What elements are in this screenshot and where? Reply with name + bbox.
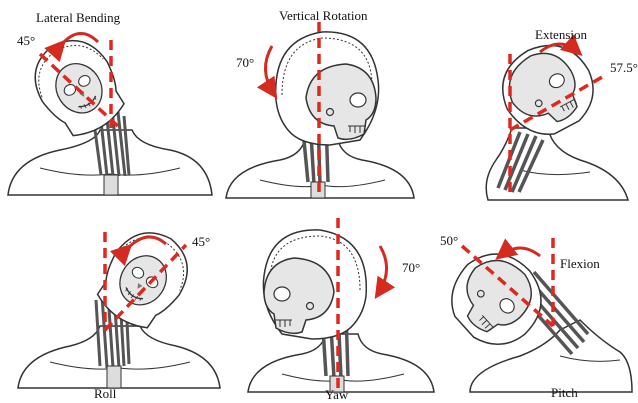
roll-angle: 45° — [192, 234, 210, 250]
rotation-arrow — [265, 46, 274, 94]
lateral-bending-angle: 45° — [17, 33, 35, 49]
panel-vertical-rotation — [226, 22, 414, 198]
yaw-angle: 70° — [402, 260, 420, 276]
panel-yaw — [248, 218, 434, 392]
yaw-label: Yaw — [325, 387, 348, 403]
panel-flexion — [435, 237, 632, 392]
rotation-arrow — [378, 246, 387, 294]
roll-label: Roll — [94, 386, 116, 402]
panel-lateral-bending — [8, 26, 212, 195]
panel-extension — [486, 30, 628, 200]
lateral-bending-label: Lateral Bending — [36, 10, 120, 26]
vertical-rotation-angle: 70° — [236, 55, 254, 71]
flexion-label: Flexion — [560, 256, 600, 272]
pitch-label: Pitch — [551, 385, 578, 401]
vertical-rotation-label: Vertical Rotation — [279, 8, 367, 24]
extension-label: Extension — [535, 27, 587, 43]
panel-roll — [18, 218, 220, 388]
extension-angle: 57.5° — [610, 60, 638, 76]
flexion-angle: 50° — [440, 233, 458, 249]
